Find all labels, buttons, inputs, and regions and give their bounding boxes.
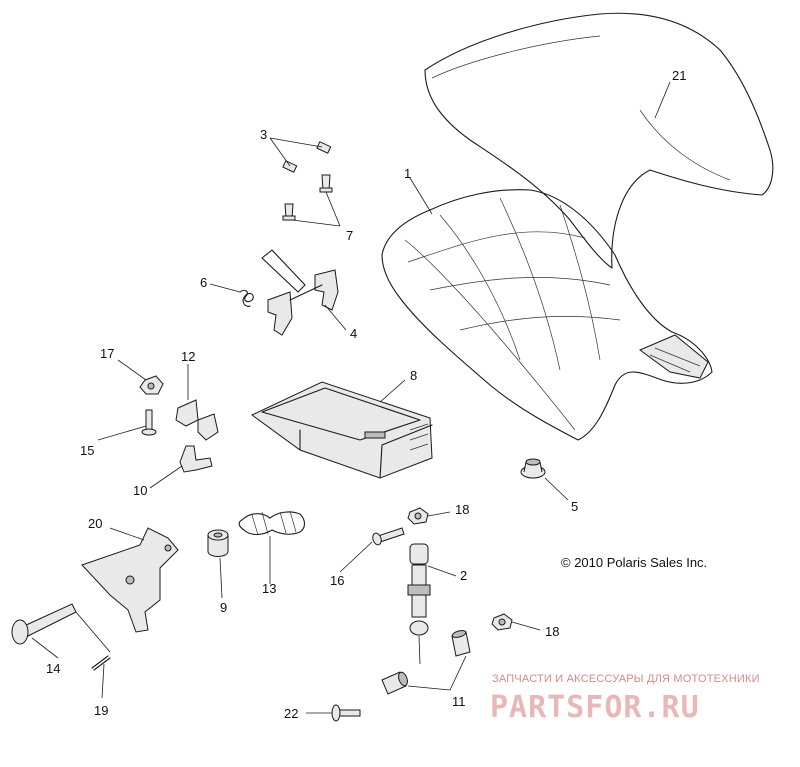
push-rivets-part <box>282 174 333 221</box>
copyright-text: © 2010 Polaris Sales Inc. <box>561 555 707 570</box>
seat-latch-part <box>261 249 339 336</box>
callout-1: 1 <box>404 166 411 181</box>
shock-absorber-part <box>407 543 431 636</box>
callout-18-lower: 18 <box>545 624 559 639</box>
grommet-part <box>520 458 546 479</box>
mount-bolt-part <box>331 704 361 722</box>
cotter-pin-part <box>91 655 111 671</box>
callout-11: 11 <box>452 694 466 709</box>
sleeve-part-b <box>381 671 408 695</box>
shock-bolt-part <box>372 527 405 546</box>
sleeve-part-a <box>451 630 471 657</box>
bolt-part <box>141 409 157 436</box>
clip-tabs-part <box>282 141 332 173</box>
callout-12: 12 <box>181 349 195 364</box>
callout-21: 21 <box>672 68 686 83</box>
watermark-brand: PARTSFOR.RU <box>490 690 700 725</box>
callout-15: 15 <box>80 443 94 458</box>
lock-nut-part-lower <box>491 613 513 631</box>
nut-part <box>139 375 164 395</box>
callout-19: 19 <box>94 703 108 718</box>
callout-14: 14 <box>46 661 60 676</box>
callout-16: 16 <box>330 573 344 588</box>
callout-3: 3 <box>260 127 267 142</box>
latch-spring-part <box>239 289 254 307</box>
pivot-pin-part <box>11 603 77 645</box>
leader-lines <box>31 81 671 714</box>
callout-13: 13 <box>262 581 276 596</box>
callout-18-upper: 18 <box>455 502 469 517</box>
watermark-tagline: ЗАПЧАСТИ И АКСЕССУАРЫ ДЛЯ МОТОТЕХНИКИ <box>492 673 760 685</box>
callout-8: 8 <box>410 368 417 383</box>
callout-7: 7 <box>346 228 353 243</box>
callout-20: 20 <box>88 516 102 531</box>
callout-4: 4 <box>350 326 357 341</box>
callout-22: 22 <box>284 706 298 721</box>
callout-6: 6 <box>200 275 207 290</box>
callout-10: 10 <box>133 483 147 498</box>
seat-base-part <box>381 189 713 441</box>
callout-5: 5 <box>571 499 578 514</box>
storage-tray-part <box>251 381 433 479</box>
callout-labels: 21 1 3 7 6 4 17 12 8 15 10 5 18 20 16 2 … <box>46 68 686 721</box>
callout-2: 2 <box>460 568 467 583</box>
callout-9: 9 <box>220 600 227 615</box>
coil-spring-part <box>238 510 306 536</box>
lock-nut-part-upper <box>407 507 429 525</box>
clips-part <box>175 399 219 441</box>
bushing-part <box>207 529 229 557</box>
mount-bracket-part <box>179 445 213 473</box>
callout-17: 17 <box>100 346 114 361</box>
side-bracket-part <box>81 527 179 633</box>
seat-cover-part <box>424 12 774 269</box>
